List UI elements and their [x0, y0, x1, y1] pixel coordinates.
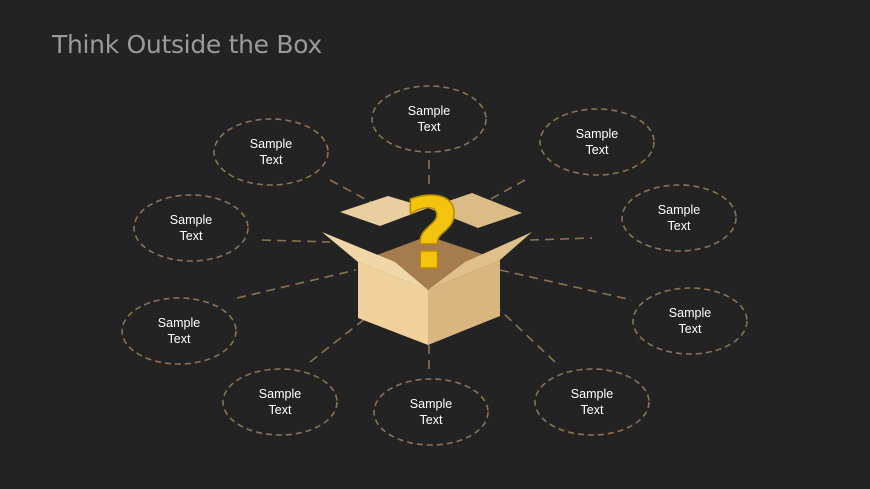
node-label-text: Sample	[249, 137, 293, 151]
node-label-text: Text	[580, 403, 604, 417]
node-label-text: Text	[417, 120, 441, 134]
node-label-text: Text	[259, 153, 283, 167]
node-ellipse	[621, 184, 737, 252]
node-label-text: Sample	[157, 316, 201, 330]
node-label-text: Text	[179, 229, 203, 243]
node-ellipse	[213, 118, 329, 186]
node-ellipse	[121, 297, 237, 365]
connector-line	[479, 179, 526, 206]
connector-line	[309, 317, 367, 363]
node-label-text: Text	[167, 332, 191, 346]
connector-line	[329, 179, 377, 206]
connector-line	[529, 237, 593, 241]
node-label-text: Text	[419, 413, 443, 427]
node-label-text: Text	[667, 219, 691, 233]
node-label-text: Sample	[409, 397, 453, 411]
node-ellipse	[373, 378, 489, 446]
connector-line	[236, 269, 357, 299]
node-label-text: Sample	[657, 203, 701, 217]
node-label-text: Text	[678, 322, 702, 336]
node-label-text: Text	[585, 143, 609, 157]
node-label-text: Sample	[668, 306, 712, 320]
question-mark-icon: ?	[404, 178, 461, 292]
connector-line	[499, 309, 556, 363]
connector-line	[499, 269, 633, 301]
node-ellipse	[534, 368, 650, 436]
node-label-text: Text	[268, 403, 292, 417]
node-label-text: Sample	[575, 127, 619, 141]
open-box-question-mark-icon: ?	[322, 177, 532, 345]
node-ellipse	[539, 108, 655, 176]
node-label-text: Sample	[407, 104, 451, 118]
node-ellipse	[222, 368, 338, 436]
node-ellipse	[371, 85, 487, 153]
node-ellipse	[632, 287, 748, 355]
node-label-text: Sample	[258, 387, 302, 401]
node-ellipse	[133, 194, 249, 262]
node-label-text: Sample	[169, 213, 213, 227]
node-label-text: Sample	[570, 387, 614, 401]
connector-line	[261, 239, 331, 243]
slide-title: Think Outside the Box	[52, 30, 322, 59]
